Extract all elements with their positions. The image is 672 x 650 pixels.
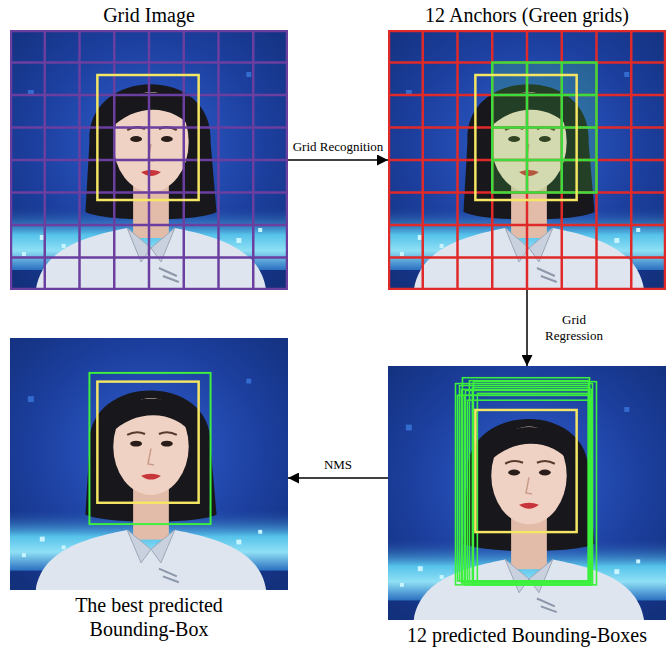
portrait-image <box>388 30 666 290</box>
panel-caption: The best predicted Bounding-Box <box>39 593 259 641</box>
panel-caption: 12 predicted Bounding-Boxes <box>407 623 647 647</box>
arrow-label: NMS <box>323 457 353 473</box>
predicted-box <box>469 381 588 581</box>
panel-title: 12 Anchors (Green grids) <box>425 3 629 27</box>
ground-truth-box <box>97 382 198 503</box>
predicted-box <box>456 384 593 585</box>
predicted-box <box>467 400 588 581</box>
predicted-box <box>477 393 588 581</box>
anchor-cells <box>492 63 596 193</box>
image-panel: Grid Image <box>10 30 288 290</box>
flow-arrow <box>526 290 528 366</box>
image-panel: 12 Anchors (Green grids) <box>388 30 666 290</box>
predicted-box <box>462 378 589 583</box>
anchor-panel <box>388 30 666 290</box>
portrait-image <box>388 366 666 620</box>
red-grid <box>388 30 666 290</box>
grid-image-panel <box>10 30 288 290</box>
ground-truth-box <box>475 410 576 532</box>
purple-grid <box>10 30 288 290</box>
image-panel: The best predicted Bounding-Box <box>10 338 288 590</box>
flow-arrow <box>288 159 388 161</box>
predicted-boxes <box>456 378 597 585</box>
portrait-image <box>10 338 288 590</box>
flow-arrow <box>288 477 388 479</box>
predicted-box <box>473 382 596 585</box>
anchor-grid <box>492 63 596 193</box>
predicted-box <box>465 390 589 581</box>
best-box-panel <box>10 338 288 590</box>
predicted-boxes-panel <box>388 366 666 620</box>
panel-title: Grid Image <box>103 3 195 27</box>
image-panel: 12 predicted Bounding-Boxes <box>388 366 666 620</box>
arrow-label: Grid Regression <box>537 312 611 344</box>
portrait-image <box>10 30 288 290</box>
predicted-box <box>472 387 589 582</box>
predicted-box <box>459 386 588 581</box>
connector-group <box>288 160 527 478</box>
ground-truth-box <box>475 75 576 200</box>
predicted-box <box>461 389 591 582</box>
arrow-label: Grid Recognition <box>292 139 385 155</box>
ground-truth-box <box>97 75 198 200</box>
predicted-box <box>89 373 210 524</box>
predicted-box <box>464 395 590 585</box>
